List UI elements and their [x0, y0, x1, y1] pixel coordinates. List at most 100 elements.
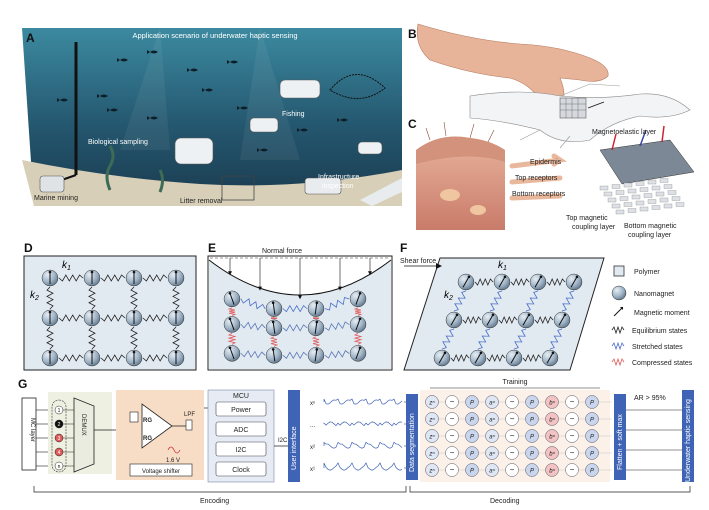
coupling-cell — [647, 199, 657, 204]
channel-label: n — [58, 464, 61, 470]
network-node — [505, 395, 519, 409]
network-node-label: bⁿ — [549, 469, 555, 475]
training-label: Training — [502, 379, 527, 386]
signal-trace — [323, 441, 403, 449]
network-node-label: P — [530, 401, 534, 407]
legend-nanomagnet: Nanomagnet — [634, 291, 674, 298]
network-node-label: P — [470, 452, 474, 458]
top-coupling-1: Top magnetic — [566, 215, 608, 222]
coupling-cell — [671, 196, 681, 201]
nanomagnet — [349, 290, 367, 308]
network-node — [485, 463, 499, 477]
normal-force-arrows — [228, 258, 372, 300]
network-node-label: ~ — [570, 432, 575, 441]
layer-bottom-receptors: Bottom receptors — [512, 191, 566, 198]
network-node — [585, 429, 599, 443]
mcu-block-label: Clock — [232, 467, 250, 474]
lpf-label: LPF — [184, 412, 195, 418]
panel-a-label: A — [26, 31, 35, 45]
spring — [498, 315, 518, 325]
network-node-label: P — [470, 469, 474, 475]
network-node-label: P — [590, 452, 594, 458]
spring — [240, 321, 266, 331]
coupling-cell — [627, 188, 637, 194]
signal-label: x¹ — [310, 467, 315, 473]
network-node-label: P — [470, 418, 474, 424]
demux-label: DEMUX — [80, 414, 86, 436]
network-node — [525, 446, 539, 460]
network-node — [545, 429, 559, 443]
spring — [353, 333, 363, 345]
spring — [269, 336, 279, 347]
panel-f: F Shear force k1 k2 — [400, 241, 605, 371]
spring — [474, 277, 494, 287]
network-node — [485, 446, 499, 460]
layer-epidermis: Epidermis — [530, 159, 562, 166]
scene-infrastructure-2: inspection — [322, 183, 354, 190]
i2c-link: I2C — [278, 438, 288, 444]
spring — [142, 274, 168, 282]
coupling-cell — [611, 184, 621, 189]
coupling-cell — [651, 185, 661, 191]
coupling-cell — [611, 203, 621, 209]
nanomagnet — [493, 273, 511, 291]
network-node — [525, 395, 539, 409]
nanomagnet — [41, 349, 59, 367]
panel-e: E Normal force — [207, 241, 393, 371]
network-node — [565, 446, 579, 460]
nanomagnet — [167, 269, 185, 287]
spring — [46, 286, 54, 310]
network-node-label: ~ — [570, 398, 575, 407]
network-node-label: ~ — [510, 449, 515, 458]
network-node-label: aⁿ — [489, 401, 495, 407]
spring — [324, 350, 350, 359]
coupling-cell — [615, 209, 625, 215]
spring — [513, 328, 527, 350]
network-node-label: P — [590, 418, 594, 424]
network-node — [445, 429, 459, 443]
encoding-label: Encoding — [200, 498, 229, 505]
network-node — [465, 412, 479, 426]
network-node — [445, 463, 459, 477]
network-node — [445, 395, 459, 409]
spring — [441, 328, 455, 350]
network-node — [565, 463, 579, 477]
network-node — [425, 395, 439, 409]
spring — [324, 321, 350, 331]
nanomagnet-grid-e — [223, 290, 367, 364]
network-node — [485, 429, 499, 443]
spring — [525, 290, 539, 312]
fish — [147, 116, 158, 120]
network-node-label: P — [470, 435, 474, 441]
network-node-label: ~ — [450, 432, 455, 441]
fish — [202, 88, 213, 92]
spring — [312, 317, 320, 320]
network-node — [565, 429, 579, 443]
network-node-label: zⁿ — [428, 401, 435, 407]
network-node — [525, 429, 539, 443]
mcu-block-label: ADC — [234, 427, 249, 434]
network-node-label: ~ — [570, 415, 575, 424]
network-node — [565, 412, 579, 426]
network-node-label: ~ — [450, 466, 455, 475]
network-node-label: aⁿ — [489, 469, 495, 475]
spring — [561, 290, 575, 312]
nanomagnet — [505, 349, 523, 367]
panel-g-label: G — [18, 377, 27, 391]
network-node — [425, 412, 439, 426]
user-interface: User interface — [291, 426, 298, 470]
spring — [172, 326, 180, 350]
spring — [172, 286, 180, 310]
data-segmentation: Data segmentation — [409, 413, 416, 472]
nanomagnet — [167, 309, 185, 327]
coupling-cell — [675, 202, 685, 207]
network-node — [505, 446, 519, 460]
signal-label: ... — [310, 423, 315, 429]
layer-top-receptors: Top receptors — [515, 175, 558, 182]
nanomagnet — [517, 311, 535, 329]
network-node — [505, 412, 519, 426]
nanomagnet — [265, 300, 283, 317]
